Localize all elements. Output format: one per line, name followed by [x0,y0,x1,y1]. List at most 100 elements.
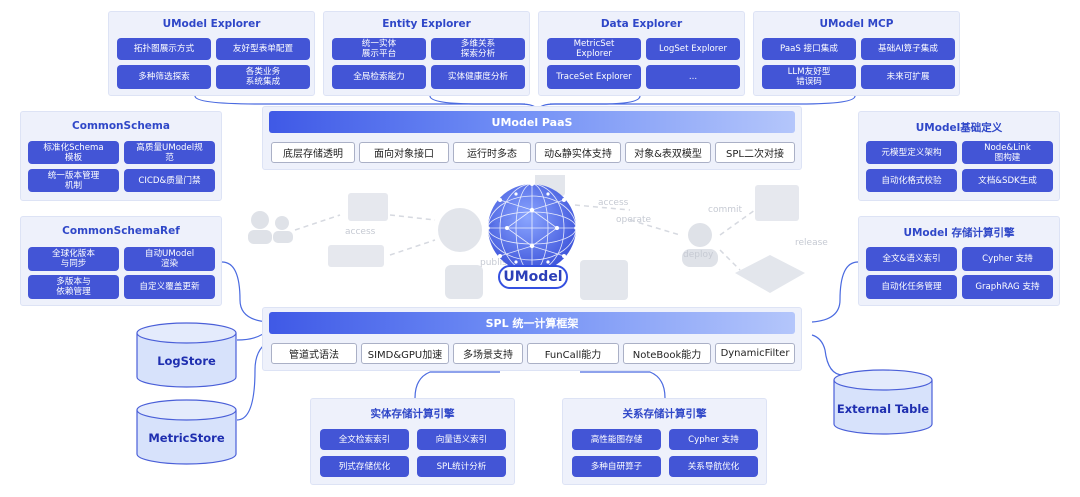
panel-title: UModel基础定义 [915,122,1003,134]
pill-item: 自动化格式校验 [866,169,957,192]
bg-label-commit: commit [708,205,743,215]
panel-umodel-explorer: UModel Explorer 拓扑图展示方式 友好型表单配置 多种筛选探索 各… [108,11,315,96]
panel-title: 实体存储计算引擎 [370,408,455,420]
panel-entity-explorer: Entity Explorer 统一实体 展示平台 多维关系 探索分析 全局检索… [323,11,530,96]
pill-item: LogSet Explorer [646,38,740,60]
paas-item: SPL二次对接 [715,142,795,163]
pill-item: 向量语义索引 [417,429,506,450]
pill-item: 高质量UModel规 范 [124,141,215,164]
panel-title: Data Explorer [600,18,683,30]
pill-item: 拓扑图展示方式 [117,38,211,60]
bg-label-operate: operate [616,215,652,225]
spl-item: 多场景支持 [453,343,523,364]
pill-item: 标准化Schema 模板 [28,141,119,164]
bg-label-access-2: access [598,198,629,208]
paas-item: 动&静实体支持 [535,142,621,163]
pill-item: 列式存储优化 [320,456,409,477]
pill-item: Cypher 支持 [962,247,1053,271]
panel-common-schema: CommonSchema 标准化Schema 模板 高质量UModel规 范 统… [20,111,222,201]
metricstore-label: MetricStore [148,431,225,445]
pill-item: PaaS 接口集成 [762,38,856,60]
pill-item: TraceSet Explorer [547,65,641,89]
spl-item: SIMD&GPU加速 [361,343,449,364]
paas-title-bar: UModel PaaS [269,111,795,133]
pill-item: 全局检索能力 [332,65,426,89]
panel-entity-storage: 实体存储计算引擎 全文检索索引 向量语义索引 列式存储优化 SPL统计分析 [310,398,515,485]
pill-item: 自定义覆盖更新 [124,275,215,299]
pill-item: 自动UModel 渲染 [124,247,215,271]
umodel-globe-icon [486,182,578,274]
panel-title: UModel MCP [819,18,894,30]
pill-item: 各类业务 系统集成 [216,65,310,89]
spl-title-bar: SPL 统一计算框架 [269,312,795,334]
umodel-center-label: UModel [498,265,568,289]
pill-item: LLM友好型 错误码 [762,65,856,89]
metricstore-cylinder: MetricStore [136,399,237,465]
background-illustration [248,175,805,300]
paas-section: UModel PaaS 底层存储透明 面向对象接口 运行时多态 动&静实体支持 … [262,106,802,170]
panel-title: Entity Explorer [382,18,471,30]
bg-label-release: release [795,238,828,248]
pill-item: CICD&质量门禁 [124,169,215,192]
pill-item: 元模型定义架构 [866,141,957,164]
panel-common-schema-ref: CommonSchemaRef 全球化版本 与同步 自动UModel 渲染 多版… [20,216,222,306]
external-table-cylinder: External Table [833,369,933,435]
pill-item: 自动化任务管理 [866,275,957,299]
logstore-cylinder: LogStore [136,322,237,388]
pill-item: GraphRAG 支持 [962,275,1053,299]
spl-item: FunCall能力 [527,343,619,364]
bg-label-access-1: access [345,227,376,237]
pill-item: 统一版本管理 机制 [28,169,119,192]
spl-item: 管道式语法 [271,343,357,364]
panel-umodel-basic: UModel基础定义 元模型定义架构 Node&Link 图构建 自动化格式校验… [858,111,1060,201]
pill-item: 全文检索索引 [320,429,409,450]
pill-item: 文档&SDK生成 [962,169,1053,192]
pill-item: 关系导航优化 [669,456,758,477]
external-table-label: External Table [836,402,930,416]
panel-relation-storage: 关系存储计算引擎 高性能图存储 Cypher 支持 多种自研算子 关系导航优化 [562,398,767,485]
pill-item: ... [646,65,740,89]
database-icon [136,399,237,465]
connector-entity-storage [414,371,500,399]
pill-item: 未来可扩展 [861,65,955,89]
pill-item: 实体健康度分析 [431,65,525,89]
panel-title: UModel Explorer [162,18,261,30]
pill-item: 高性能图存储 [572,429,661,450]
pill-item: SPL统计分析 [417,456,506,477]
pill-item: 友好型表单配置 [216,38,310,60]
database-icon [833,369,933,435]
pill-item: MetricSet Explorer [547,38,641,60]
panel-title: 关系存储计算引擎 [622,408,707,420]
spl-section: SPL 统一计算框架 管道式语法 SIMD&GPU加速 多场景支持 FunCal… [262,307,802,371]
connector-storage [811,261,859,323]
pill-item: 基础AI算子集成 [861,38,955,60]
panel-umodel-storage: UModel 存储计算引擎 全文&语义索引 Cypher 支持 自动化任务管理 … [858,216,1060,306]
panel-title: UModel 存储计算引擎 [903,227,1015,239]
bg-label-deploy: deploy [683,250,714,260]
logstore-label: LogStore [157,354,216,368]
paas-item: 底层存储透明 [271,142,355,163]
pill-item: 全文&语义索引 [866,247,957,271]
panel-title: CommonSchema [72,120,170,132]
pill-item: 多维关系 探索分析 [431,38,525,60]
connector-relation-storage [580,371,666,399]
pill-item: 多种筛选探索 [117,65,211,89]
connector-schemaref [221,261,269,323]
database-icon [136,322,237,388]
spl-item: DynamicFilter [715,343,795,364]
pill-item: 统一实体 展示平台 [332,38,426,60]
connector-entity-explorer [429,95,525,105]
panel-umodel-mcp: UModel MCP PaaS 接口集成 基础AI算子集成 LLM友好型 错误码… [753,11,960,96]
panel-title: CommonSchemaRef [62,225,180,237]
connector-external [811,334,844,376]
pill-item: 多版本与 依赖管理 [28,275,119,299]
pill-item: Node&Link 图构建 [962,141,1053,164]
pill-item: Cypher 支持 [669,429,758,450]
bg-label-publish: publish [480,258,513,268]
connector-data-explorer [550,95,641,105]
paas-item: 面向对象接口 [359,142,449,163]
paas-item: 运行时多态 [453,142,531,163]
panel-data-explorer: Data Explorer MetricSet Explorer LogSet … [538,11,745,96]
paas-item: 对象&表双模型 [625,142,711,163]
connector-metricstore [236,341,269,421]
